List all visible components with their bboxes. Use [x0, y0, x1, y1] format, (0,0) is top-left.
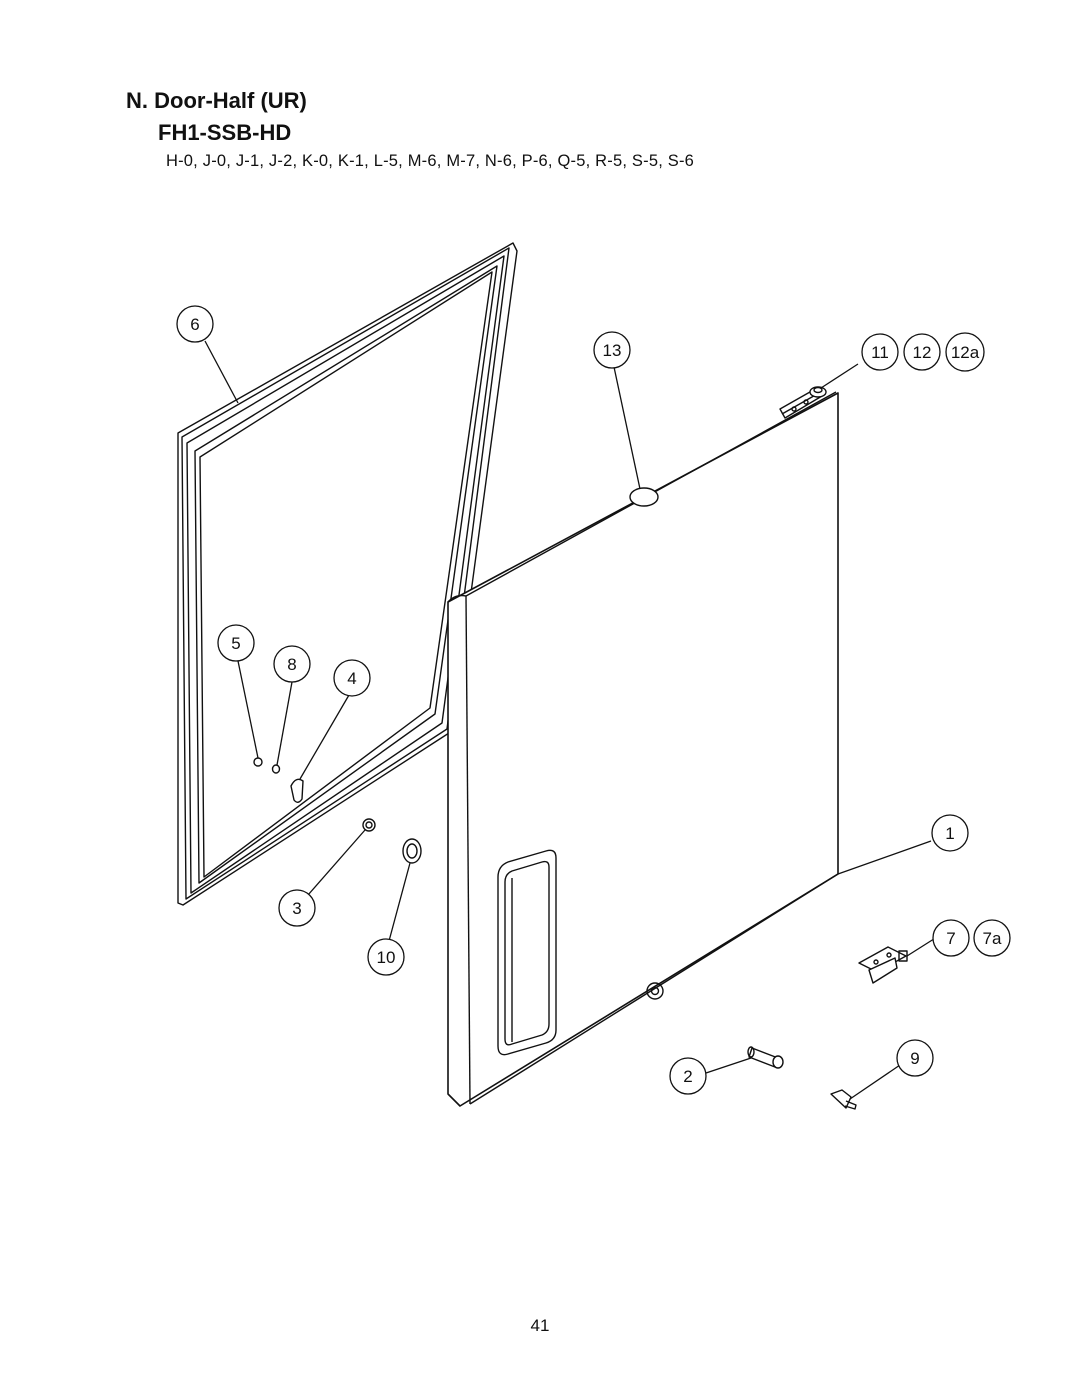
svg-text:4: 4: [347, 669, 356, 688]
callout-5: 5: [217, 624, 255, 662]
leader-6: [204, 340, 239, 404]
svg-text:10: 10: [377, 948, 396, 967]
svg-text:3: 3: [292, 899, 301, 918]
svg-text:7a: 7a: [983, 929, 1002, 948]
svg-text:12: 12: [913, 343, 932, 362]
leader-7: [906, 936, 938, 957]
svg-text:8: 8: [287, 655, 296, 674]
callout-2: 2: [669, 1057, 707, 1095]
lock-key: [830, 1089, 857, 1110]
svg-text:9: 9: [910, 1049, 919, 1068]
leader-10: [388, 862, 411, 942]
callout-12a: 12a: [945, 332, 985, 372]
callout-11: 11: [861, 333, 899, 371]
leader-13: [613, 366, 641, 490]
callout-1: 1: [931, 814, 969, 852]
callout-10: 10: [367, 938, 405, 976]
leader-8: [276, 681, 293, 766]
lock-cam: [290, 778, 304, 803]
svg-text:11: 11: [871, 343, 889, 362]
lock-bezel: [402, 838, 422, 864]
leader-11: [820, 363, 859, 389]
svg-text:13: 13: [603, 341, 622, 360]
callout-3: 3: [278, 889, 316, 927]
svg-text:7: 7: [946, 929, 955, 948]
model-number: FH1-SSB-HD: [158, 120, 292, 145]
leader-3: [307, 829, 366, 896]
leader-1: [837, 840, 932, 875]
svg-text:5: 5: [231, 634, 240, 653]
leader-5: [237, 660, 259, 759]
leader-9: [849, 1064, 901, 1100]
page-number: 41: [530, 1316, 550, 1335]
grommet: [362, 818, 376, 832]
callout-13: 13: [593, 331, 631, 369]
leader-2: [705, 1057, 752, 1074]
callout-4: 4: [333, 659, 371, 697]
bottom-hinge: [858, 946, 908, 984]
door-panel: [447, 391, 839, 1107]
serial-code-list: H-0, J-0, J-1, J-2, K-0, K-1, L-5, M-6, …: [166, 152, 695, 170]
door-gasket: [177, 242, 518, 906]
callout-6: 6: [176, 305, 214, 343]
callout-7: 7: [932, 919, 970, 957]
washer: [271, 764, 281, 774]
svg-text:2: 2: [683, 1067, 692, 1086]
callout-8: 8: [273, 645, 311, 683]
top-hinge: [779, 386, 827, 419]
callout-7a: 7a: [973, 919, 1011, 957]
svg-text:12a: 12a: [951, 343, 980, 362]
hinge-pin: [747, 1046, 784, 1069]
callout-12: 12: [903, 333, 941, 371]
svg-text:1: 1: [945, 824, 954, 843]
callout-9: 9: [896, 1039, 934, 1077]
svg-text:6: 6: [190, 315, 199, 334]
section-title: N. Door-Half (UR): [126, 88, 307, 113]
leader-4: [299, 694, 350, 780]
